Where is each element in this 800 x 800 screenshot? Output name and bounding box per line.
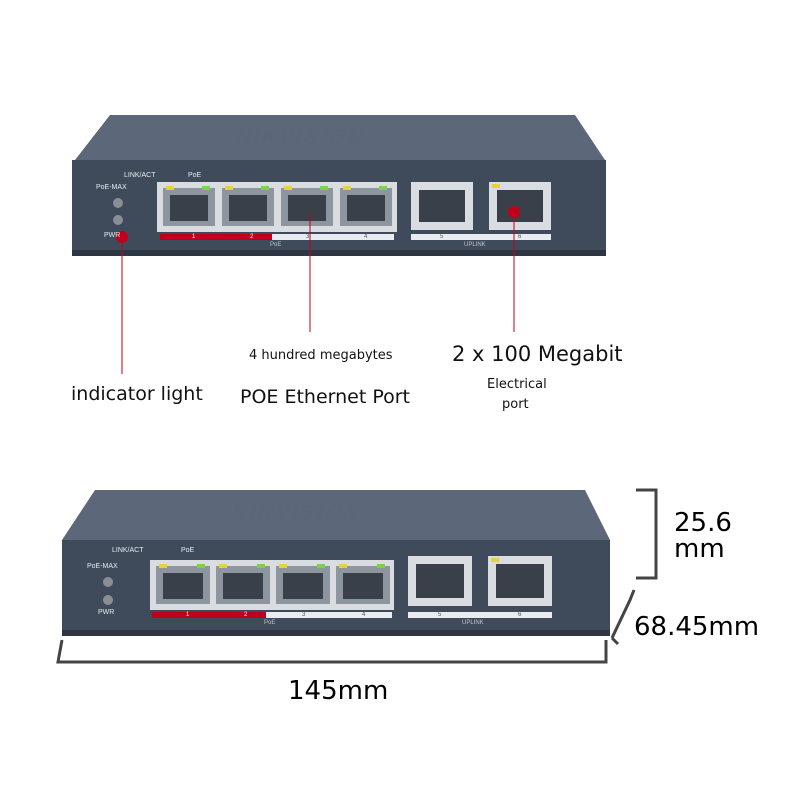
led-poe-max-2-icon bbox=[103, 577, 113, 587]
dimension-width: 145mm bbox=[288, 676, 389, 706]
dimension-height-value: 25.6 bbox=[674, 508, 732, 538]
poe-port-4 bbox=[340, 186, 392, 226]
uplink-callout-dot-icon bbox=[508, 206, 520, 218]
poe-port-1 bbox=[163, 186, 215, 226]
poe-port-3-b bbox=[276, 564, 330, 604]
label-link-act-top: LINK/ACT bbox=[124, 172, 156, 179]
led-poe-max-icon bbox=[113, 198, 123, 208]
led-unused-icon bbox=[113, 215, 123, 225]
poe-bar-red bbox=[160, 234, 272, 240]
label-poe-bottom: PoE bbox=[181, 547, 195, 554]
label-link-act-bottom: LINK/ACT bbox=[112, 547, 144, 554]
port-number-2-top: 2 bbox=[250, 234, 254, 240]
label-poe-max-bottom: PoE-MAX bbox=[87, 563, 118, 570]
port-number-4-top: 4 bbox=[364, 234, 368, 240]
poe-port-1-b bbox=[156, 564, 210, 604]
poe-bar-red-2 bbox=[152, 612, 266, 618]
port-number-1-top: 1 bbox=[192, 234, 196, 240]
label-pwr-top: PWR bbox=[104, 232, 121, 239]
port-number-1-bottom: 1 bbox=[186, 612, 190, 618]
port-number-4-bottom: 4 bbox=[362, 612, 366, 618]
switch-top-surface bbox=[75, 115, 605, 160]
label-poe-top: PoE bbox=[188, 172, 202, 179]
callout-indicator-light: indicator light bbox=[71, 383, 203, 405]
port-number-6-bottom: 6 bbox=[518, 612, 522, 618]
label-uplink-bottom: UPLINK bbox=[462, 620, 484, 626]
callout-poe-speed: 4 hundred megabytes bbox=[249, 348, 393, 363]
label-uplink-top: UPLINK bbox=[464, 242, 486, 248]
height-bracket bbox=[636, 488, 658, 580]
label-poe-max-top: PoE-MAX bbox=[96, 184, 127, 191]
label-poe-bar-bottom: PoE bbox=[264, 620, 276, 626]
dimension-height-unit: mm bbox=[674, 534, 725, 564]
switch-top-illustration bbox=[72, 115, 606, 374]
brand-logo-bottom: HIKVISION bbox=[229, 502, 364, 524]
port-number-2-bottom: 2 bbox=[244, 612, 248, 618]
poe-bar-white bbox=[272, 234, 394, 240]
led-pwr-icon bbox=[116, 231, 128, 243]
poe-port-4-b bbox=[336, 564, 390, 604]
poe-bar-white-2 bbox=[266, 612, 392, 618]
callout-uplink-speed: 2 x 100 Megabit bbox=[452, 342, 623, 366]
led-pwr-2-icon bbox=[103, 595, 113, 605]
port-number-3-top: 3 bbox=[306, 234, 310, 240]
depth-bracket bbox=[610, 589, 636, 639]
port-number-6-top: 6 bbox=[518, 234, 522, 240]
switch-top-view: HIKVISION LINK/ACT PoE PoE-MAX PWR PoE U… bbox=[71, 115, 623, 412]
poe-port-3 bbox=[281, 186, 333, 226]
callout-poe-port: POE Ethernet Port bbox=[240, 386, 411, 408]
poe-port-2-b bbox=[216, 564, 270, 604]
port-number-5-top: 5 bbox=[440, 234, 444, 240]
dimension-depth: 68.45mm bbox=[634, 612, 760, 642]
callout-uplink-line2: port bbox=[502, 397, 529, 412]
port-number-5-bottom: 5 bbox=[438, 612, 442, 618]
poe-port-2 bbox=[222, 186, 274, 226]
label-poe-bar-top: PoE bbox=[270, 242, 282, 248]
label-pwr-bottom: PWR bbox=[98, 609, 115, 616]
port-number-3-bottom: 3 bbox=[302, 612, 306, 618]
switch-top-surface-2 bbox=[62, 490, 610, 540]
callout-uplink-line1: Electrical bbox=[487, 377, 547, 392]
width-bracket bbox=[56, 639, 608, 664]
